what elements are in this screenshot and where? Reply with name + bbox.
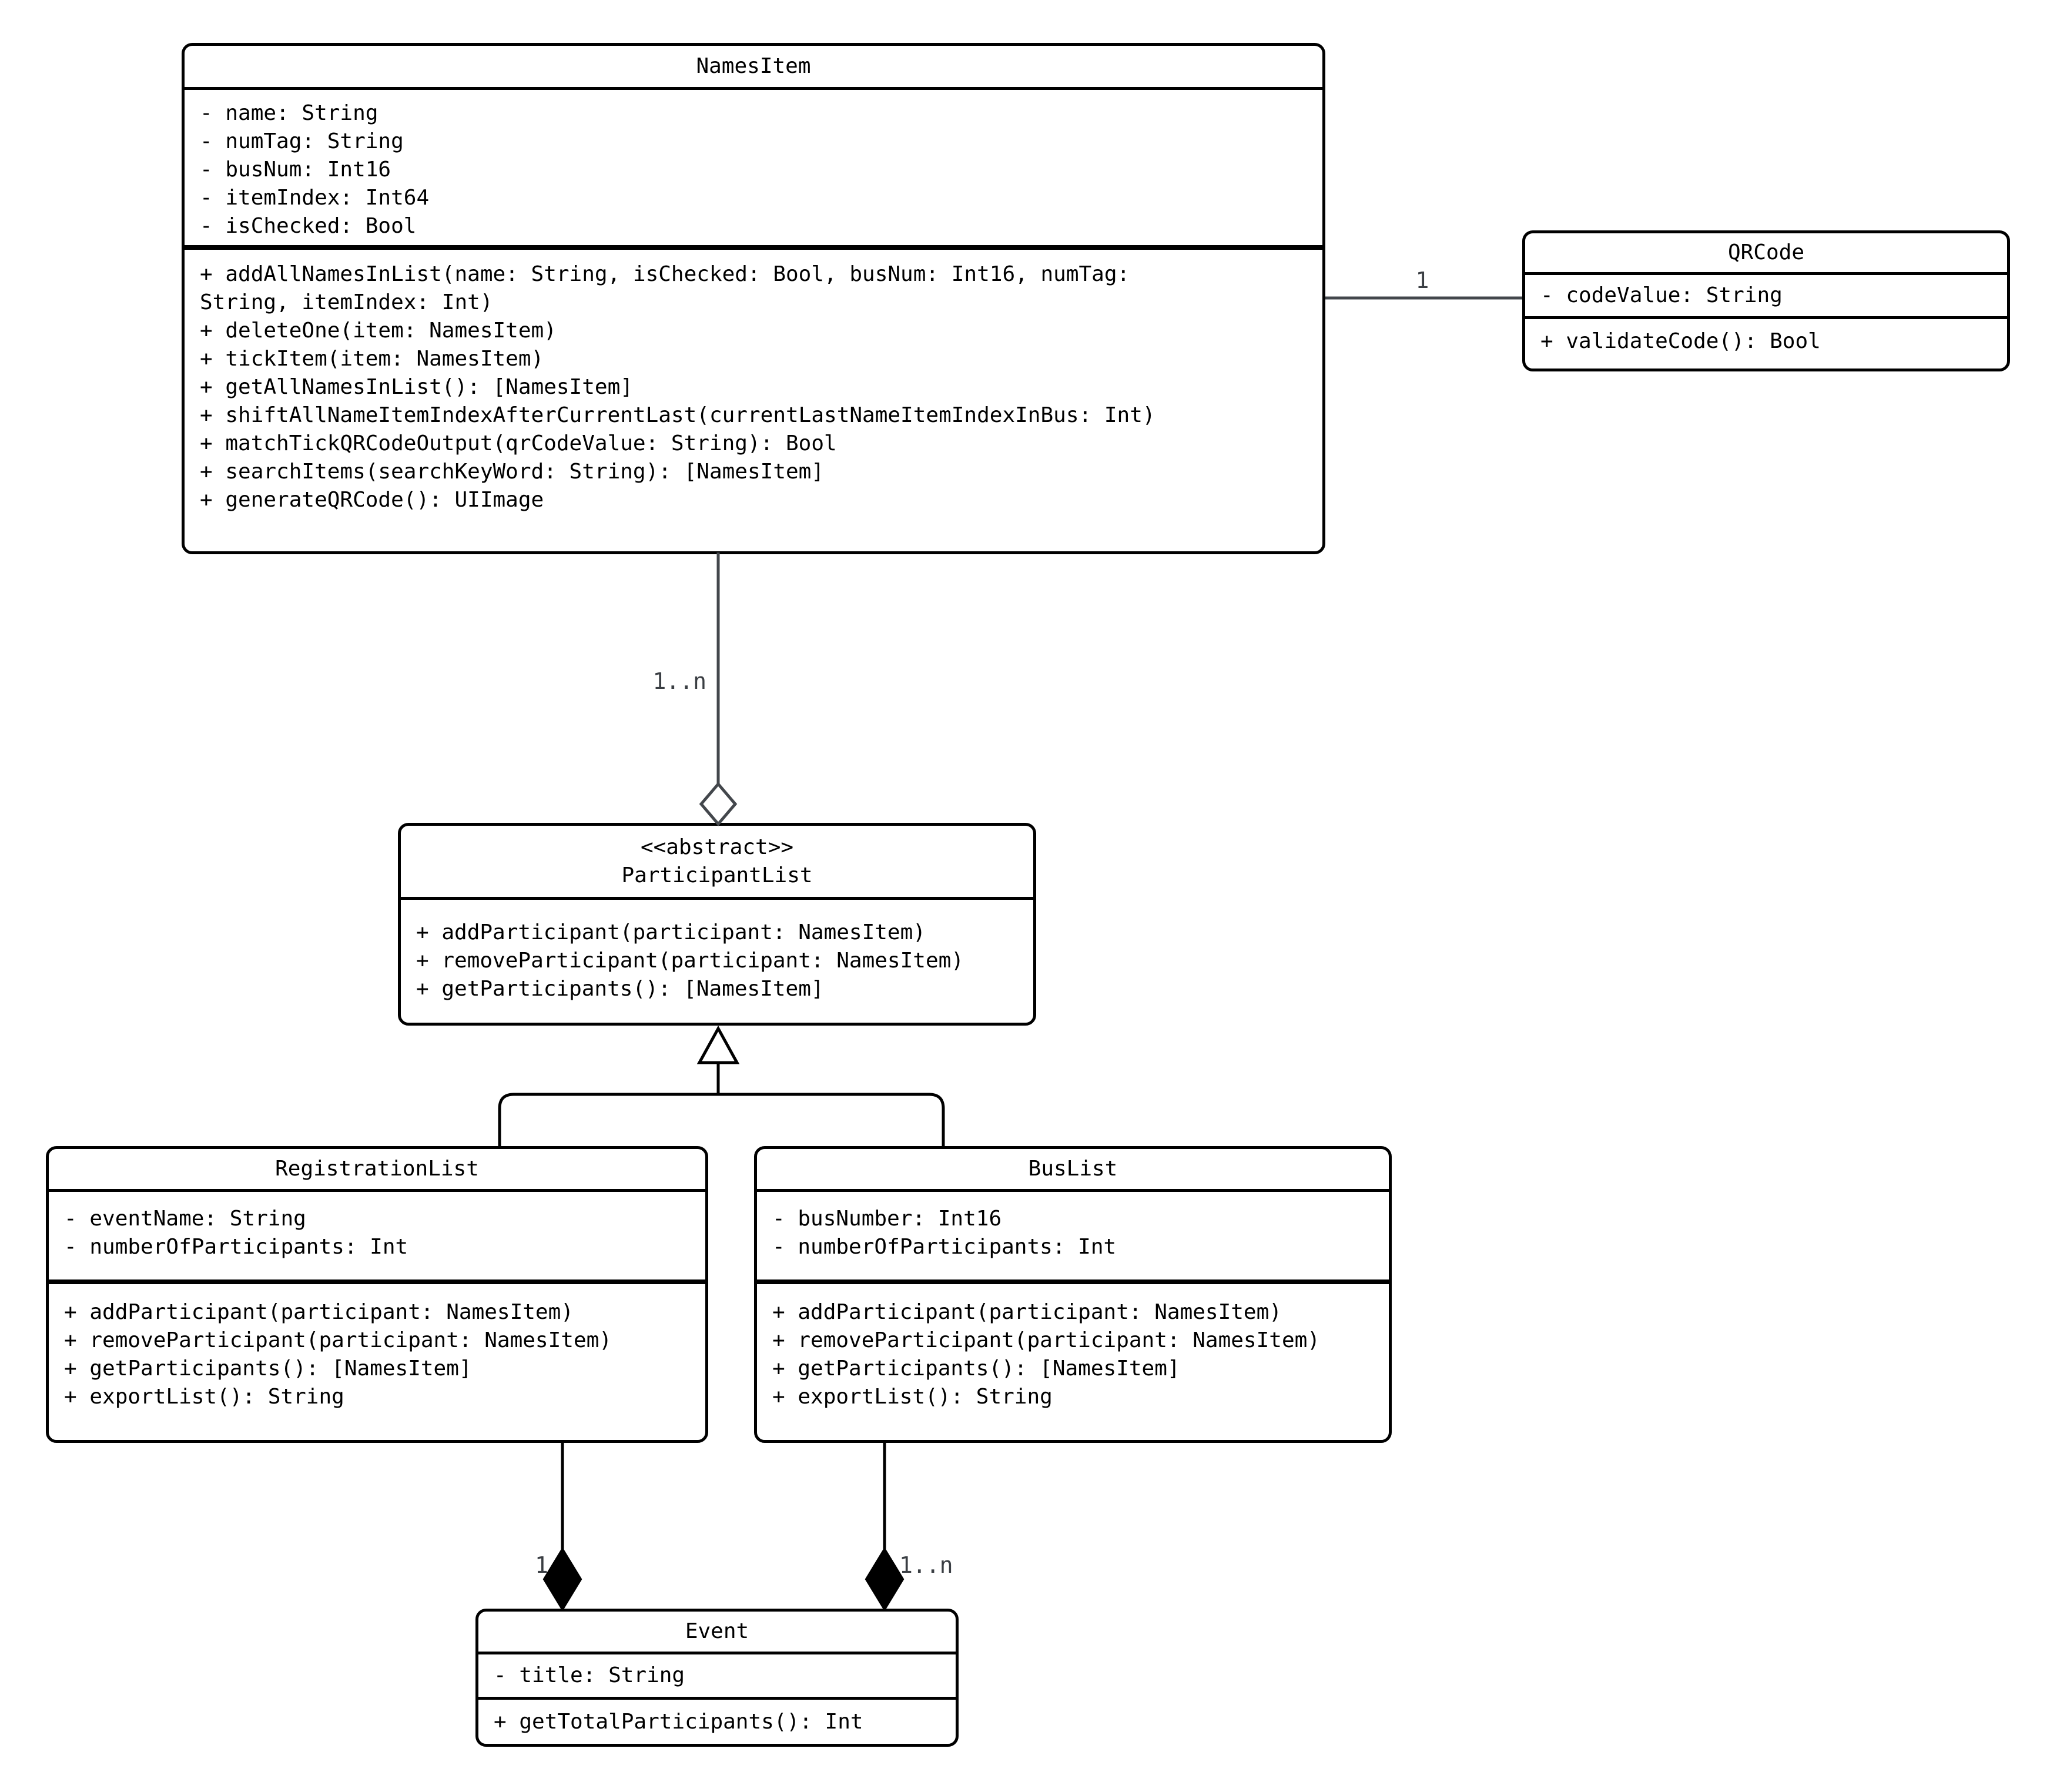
member-line: - busNum: Int16 <box>200 158 391 182</box>
class-name: ParticipantList <box>621 863 813 887</box>
class-title-namesitem: NamesItem <box>185 46 1322 90</box>
attributes-compartment: - title: String <box>478 1654 956 1700</box>
class-title-participantlist: <<abstract>> ParticipantList <box>401 826 1033 900</box>
member-line: - isChecked: Bool <box>200 214 417 238</box>
member-line: + addParticipant(participant: NamesItem) <box>64 1300 574 1324</box>
class-stereotype: <<abstract>> <box>640 835 794 859</box>
member-line: + tickItem(item: NamesItem) <box>200 347 544 371</box>
class-buslist: BusList - busNumber: Int16 - numberOfPart… <box>754 1146 1392 1443</box>
class-namesitem: NamesItem - name: String - numTag: String… <box>182 43 1325 554</box>
class-qrcode: QRCode - codeValue: String + validateCod… <box>1522 230 2010 371</box>
methods-compartment: + validateCode(): Bool <box>1525 319 2007 369</box>
class-title-qrcode: QRCode <box>1525 233 2007 275</box>
multiplicity-label-namesitem: 1..n <box>652 668 706 694</box>
member-line: + validateCode(): Bool <box>1540 329 1821 353</box>
member-line: + removeParticipant(participant: NamesIt… <box>772 1328 1320 1352</box>
attributes-compartment: - busNumber: Int16 - numberOfParticipants… <box>757 1192 1389 1284</box>
methods-compartment: + addParticipant(participant: NamesItem)… <box>49 1284 705 1440</box>
member-line: String, itemIndex: Int) <box>200 290 493 314</box>
composition-diamond-icon-registrationlist <box>542 1547 582 1612</box>
member-line: + exportList(): String <box>772 1385 1053 1409</box>
member-line: + removeParticipant(participant: NamesIt… <box>64 1328 612 1352</box>
methods-compartment: + addAllNamesInList(name: String, isChec… <box>185 250 1322 551</box>
member-line: + getParticipants(): [NamesItem] <box>772 1356 1180 1381</box>
multiplicity-label-registrationlist: 1 <box>535 1552 548 1578</box>
aggregation-diamond-icon <box>699 782 738 826</box>
attributes-compartment: - eventName: String - numberOfParticipant… <box>49 1192 705 1284</box>
member-line: - title: String <box>494 1663 685 1687</box>
multiplicity-label-qrcode: 1 <box>1416 267 1429 293</box>
member-line: - eventName: String <box>64 1207 306 1231</box>
class-name: RegistrationList <box>275 1157 479 1181</box>
member-line: + deleteOne(item: NamesItem) <box>200 319 557 343</box>
member-line: + generateQRCode(): UIImage <box>200 488 544 512</box>
member-line: - itemIndex: Int64 <box>200 186 430 210</box>
class-name: QRCode <box>1727 240 1805 264</box>
member-line: - numberOfParticipants: Int <box>772 1235 1117 1259</box>
member-line: + removeParticipant(participant: NamesIt… <box>416 949 964 973</box>
attributes-compartment: - name: String - numTag: String - busNum: … <box>185 90 1322 250</box>
member-line: - busNumber: Int16 <box>772 1207 1002 1231</box>
class-title-event: Event <box>478 1612 956 1654</box>
member-line: + getParticipants(): [NamesItem] <box>64 1356 472 1381</box>
member-line: + addParticipant(participant: NamesItem) <box>772 1300 1282 1324</box>
member-line: - numberOfParticipants: Int <box>64 1235 408 1259</box>
member-line: + searchItems(searchKeyWord: String): [N… <box>200 460 825 484</box>
class-name: BusList <box>1028 1157 1118 1181</box>
member-line: + shiftAllNameItemIndexAfterCurrentLast(… <box>200 403 1155 427</box>
member-line: + exportList(): String <box>64 1385 344 1409</box>
methods-compartment: + getTotalParticipants(): Int <box>478 1700 956 1744</box>
generalization-triangle-icon <box>696 1025 740 1064</box>
methods-compartment: + addParticipant(participant: NamesItem)… <box>757 1284 1389 1440</box>
member-line: - codeValue: String <box>1540 283 1783 307</box>
class-title-buslist: BusList <box>757 1149 1389 1192</box>
member-line: + matchTickQRCodeOutput(qrCodeValue: Str… <box>200 431 837 455</box>
member-line: - name: String <box>200 101 378 125</box>
member-line: + getParticipants(): [NamesItem] <box>416 977 824 1001</box>
methods-compartment: + addParticipant(participant: NamesItem)… <box>401 900 1033 1023</box>
class-participantlist: <<abstract>> ParticipantList + addPartic… <box>398 823 1036 1026</box>
multiplicity-label-buslist: 1..n <box>899 1552 953 1578</box>
composition-diamond-icon-buslist <box>865 1547 905 1612</box>
member-line: + addAllNamesInList(name: String, isChec… <box>200 262 1130 286</box>
member-line: + addParticipant(participant: NamesItem) <box>416 920 926 944</box>
class-name: NamesItem <box>696 54 811 78</box>
class-name: Event <box>685 1619 749 1643</box>
member-line: + getAllNamesInList(): [NamesItem] <box>200 375 633 399</box>
member-line: + getTotalParticipants(): Int <box>494 1710 863 1734</box>
class-title-registrationlist: RegistrationList <box>49 1149 705 1192</box>
member-line: - numTag: String <box>200 129 404 153</box>
attributes-compartment: - codeValue: String <box>1525 275 2007 319</box>
generalization-branch <box>498 1093 945 1146</box>
class-event: Event - title: String + getTotalParticip… <box>475 1609 959 1747</box>
class-registrationlist: RegistrationList - eventName: String - nu… <box>46 1146 708 1443</box>
